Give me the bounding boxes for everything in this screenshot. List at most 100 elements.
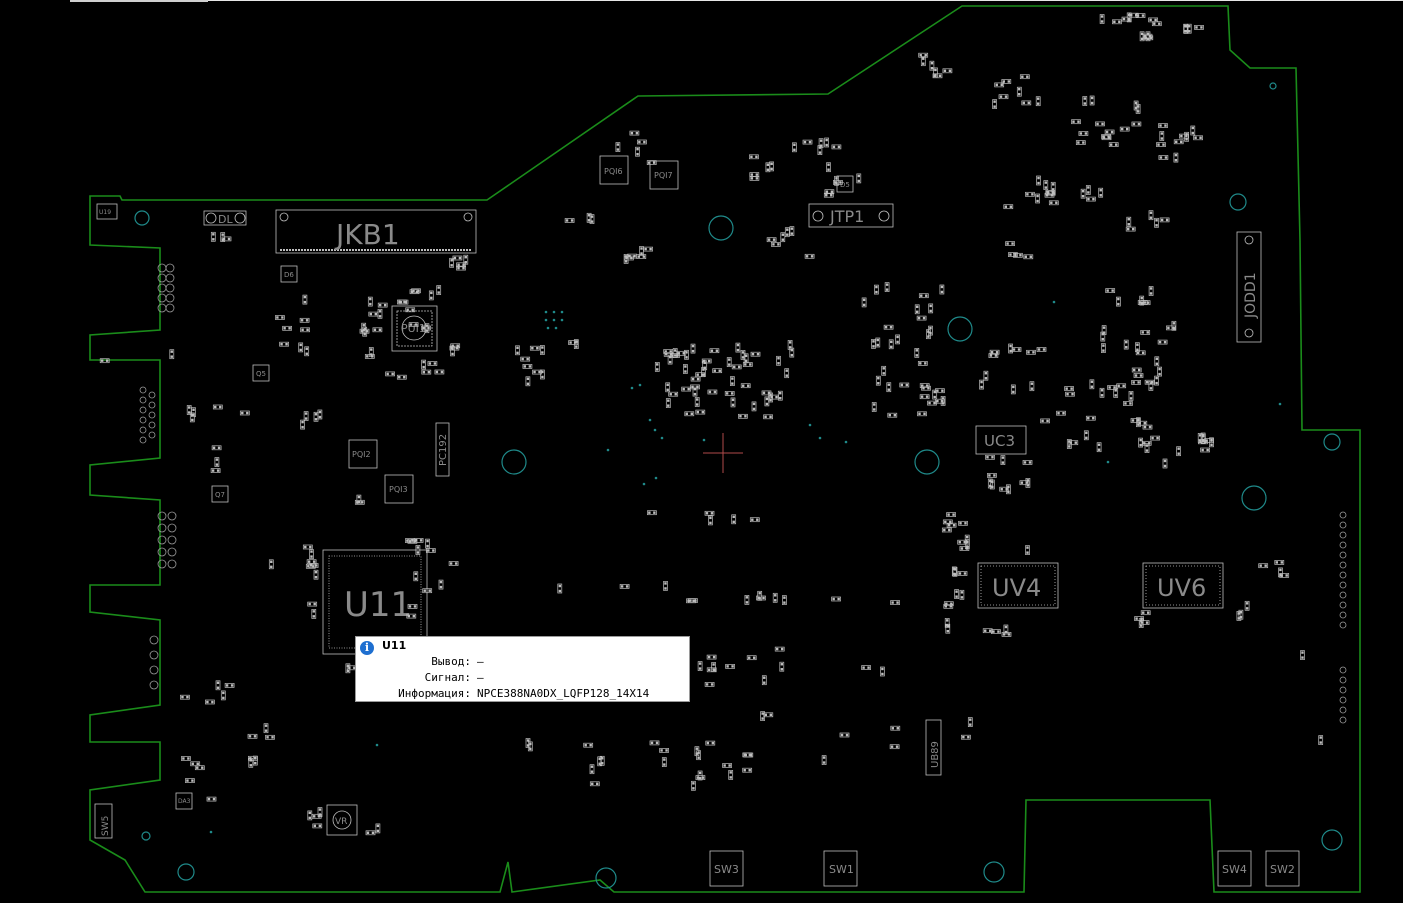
- switch-sw5[interactable]: SW5: [94, 803, 113, 839]
- smd-part: [1131, 380, 1141, 385]
- smd-pad: [1155, 362, 1159, 365]
- component-jtp1[interactable]: JTP1: [808, 203, 894, 228]
- smd-pad: [690, 412, 693, 416]
- smd-pad: [1127, 218, 1130, 221]
- smd-pad: [635, 131, 639, 135]
- smd-pad: [1162, 143, 1165, 146]
- smd-pad: [1125, 340, 1128, 344]
- smd-pad: [317, 815, 321, 818]
- smd-part: [1158, 155, 1169, 160]
- smd-pad: [533, 370, 536, 374]
- component-uv6[interactable]: UV6: [1142, 562, 1224, 609]
- component-jodd1[interactable]: JODD1: [1236, 231, 1262, 343]
- smd-pad: [1140, 37, 1144, 41]
- smd-pad: [1107, 136, 1111, 139]
- smd-pad: [696, 377, 700, 381]
- component-da3[interactable]: DA3: [175, 792, 193, 810]
- smd-pad: [313, 602, 316, 606]
- smd-pad: [601, 762, 604, 765]
- switch-sw1[interactable]: SW1: [823, 850, 858, 887]
- smd-pad: [1107, 135, 1110, 138]
- component-q5[interactable]: Q5: [252, 364, 270, 382]
- smd-pad: [924, 362, 927, 365]
- via-dot: [654, 476, 658, 480]
- switch-sw4[interactable]: SW4: [1217, 850, 1252, 887]
- component-pc192[interactable]: PC192: [435, 422, 450, 477]
- smd-pad: [314, 564, 318, 567]
- smd-pad: [216, 469, 220, 472]
- smd-part: [1023, 254, 1034, 260]
- smd-pad: [398, 300, 401, 304]
- smd-part: [722, 763, 732, 768]
- smd-pad: [1151, 436, 1154, 440]
- switch-sw2[interactable]: SW2: [1265, 850, 1300, 887]
- smd-pad: [413, 605, 417, 608]
- label-uv4: UV4: [992, 574, 1041, 602]
- component-d6[interactable]: D6: [280, 265, 298, 283]
- component-dl[interactable]: DL: [203, 210, 247, 226]
- label-jtp1: JTP1: [829, 207, 864, 226]
- smd-part: [1003, 624, 1009, 635]
- smd-pad: [403, 300, 406, 304]
- smd-part: [527, 741, 533, 752]
- component-pqi6[interactable]: PQI6: [599, 155, 629, 185]
- smd-pad: [222, 237, 226, 241]
- smd-pad: [1113, 20, 1116, 24]
- component-u19[interactable]: U19: [96, 203, 118, 220]
- smd-pad: [1137, 423, 1140, 426]
- smd-pad: [805, 255, 809, 258]
- smd-pad: [1081, 190, 1085, 193]
- label-u19: U19: [99, 209, 111, 216]
- smd-pad: [1210, 443, 1213, 446]
- component-d5[interactable]: D5: [836, 175, 854, 193]
- smd-part: [1166, 325, 1176, 331]
- smd-part: [724, 391, 735, 396]
- smd-part: [787, 340, 793, 350]
- component-uv4[interactable]: UV4: [977, 562, 1059, 609]
- switch-sw3[interactable]: SW3: [709, 850, 744, 887]
- smd-pad: [449, 562, 453, 565]
- smd-pad: [803, 140, 807, 144]
- component-pui1[interactable]: PUI1: [391, 305, 438, 352]
- smd-pad: [1102, 135, 1105, 138]
- smd-pad: [1149, 387, 1153, 390]
- component-pqi3[interactable]: PQI3: [384, 474, 414, 504]
- via-dot: [702, 438, 706, 442]
- smd-pad: [872, 345, 875, 348]
- smd-pad: [1030, 387, 1034, 390]
- component-jkb1[interactable]: JKB1: [275, 209, 477, 254]
- smd-pad: [1175, 140, 1178, 144]
- component-vr[interactable]: VR: [326, 804, 358, 836]
- smd-part: [1140, 330, 1151, 335]
- smd-pad: [890, 745, 894, 748]
- top-edge-line: [208, 0, 1403, 1]
- smd-pad: [989, 479, 992, 483]
- smd-pad: [1044, 181, 1048, 184]
- smd-part: [303, 411, 309, 421]
- smd-pad: [1159, 124, 1162, 127]
- smd-part: [1000, 455, 1006, 465]
- component-u11[interactable]: U11: [322, 549, 428, 655]
- component-uc3[interactable]: UC3: [975, 425, 1027, 455]
- smd-pad: [1155, 381, 1158, 385]
- smd-pad: [664, 587, 667, 590]
- smd-pad: [1101, 332, 1104, 336]
- smd-pad: [1045, 194, 1049, 197]
- smd-pad: [752, 407, 756, 411]
- smd-part: [871, 402, 877, 412]
- smd-part: [690, 376, 701, 382]
- component-q7[interactable]: Q7: [211, 485, 229, 503]
- smd-pad: [882, 367, 885, 370]
- smd-part: [456, 262, 466, 268]
- component-pqi7[interactable]: PQI7: [649, 160, 679, 190]
- smd-pad: [1100, 20, 1104, 23]
- component-ub89[interactable]: UB89: [925, 719, 942, 776]
- smd-pad: [1141, 331, 1144, 334]
- smd-pad: [212, 797, 216, 801]
- smd-pad: [1149, 18, 1152, 22]
- smd-pad: [927, 335, 930, 338]
- smd-pad: [929, 309, 932, 313]
- component-pqi2[interactable]: PQI2: [348, 439, 378, 469]
- smd-part: [1068, 440, 1079, 446]
